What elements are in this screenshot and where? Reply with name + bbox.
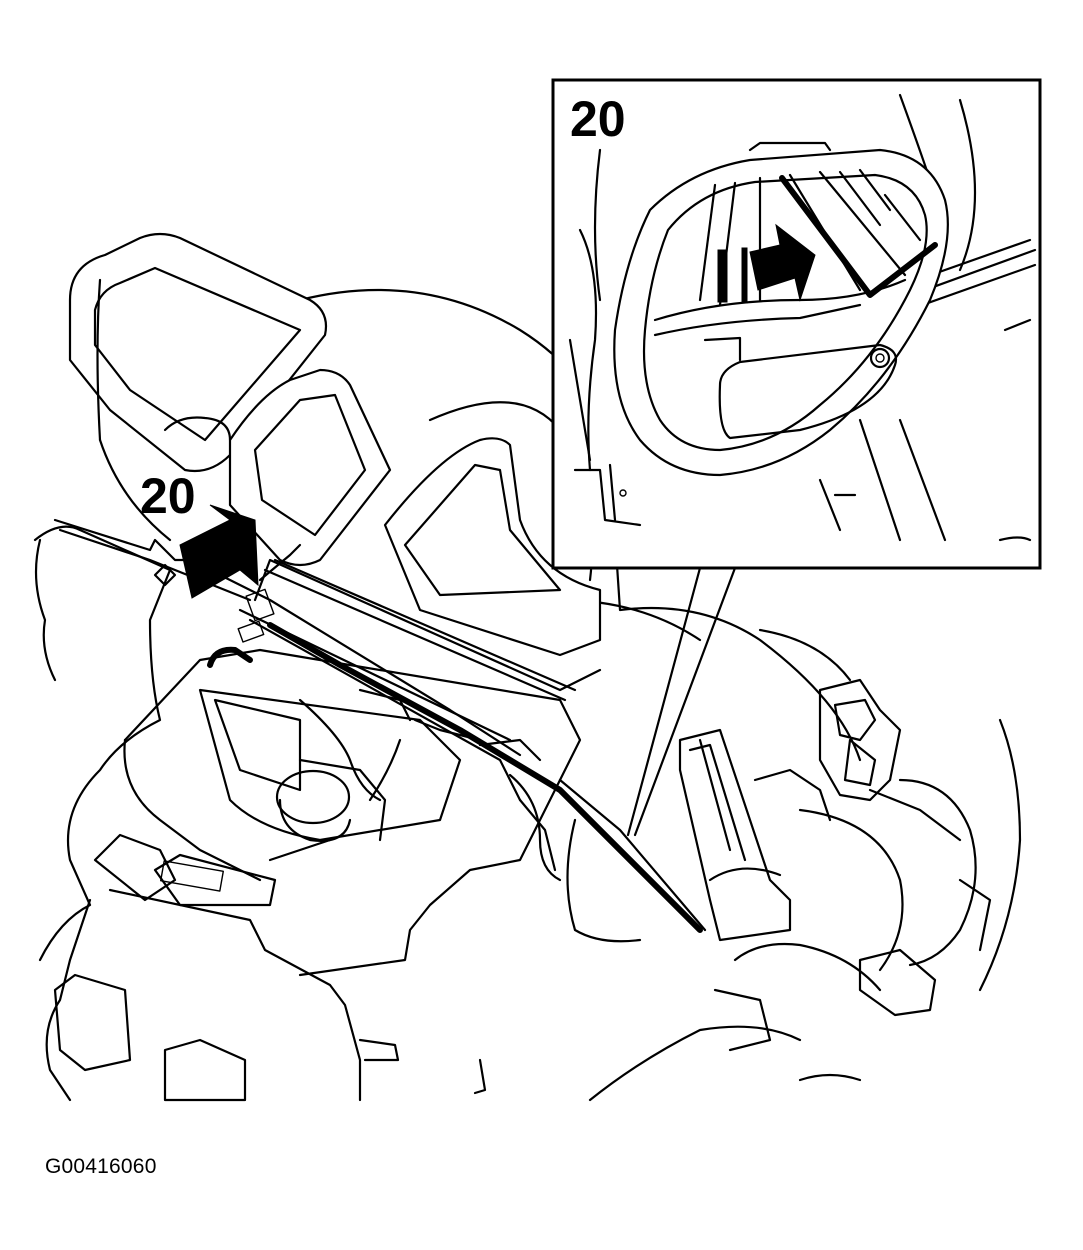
arrow-icon [179, 504, 259, 599]
lower-right-body [588, 718, 1022, 1102]
blower-motor-housing [93, 646, 582, 977]
actuator-motor [566, 678, 977, 1052]
lower-left-components [45, 888, 487, 1102]
callout-label-main: 20 [140, 468, 196, 524]
heater-core-rail [53, 518, 707, 933]
callout-arrow-main [179, 504, 259, 599]
heater-housing-assembly [33, 232, 862, 962]
inset-duct-frame [613, 148, 949, 477]
figure-id: G00416060 [45, 1155, 157, 1178]
inset-leader [626, 566, 737, 837]
air-duct-outlet-center [228, 368, 392, 567]
arrow-icon [749, 223, 816, 302]
callout-label-inset: 20 [570, 91, 626, 147]
air-duct-outlet-right [383, 437, 602, 657]
detail-inset [551, 78, 1042, 570]
